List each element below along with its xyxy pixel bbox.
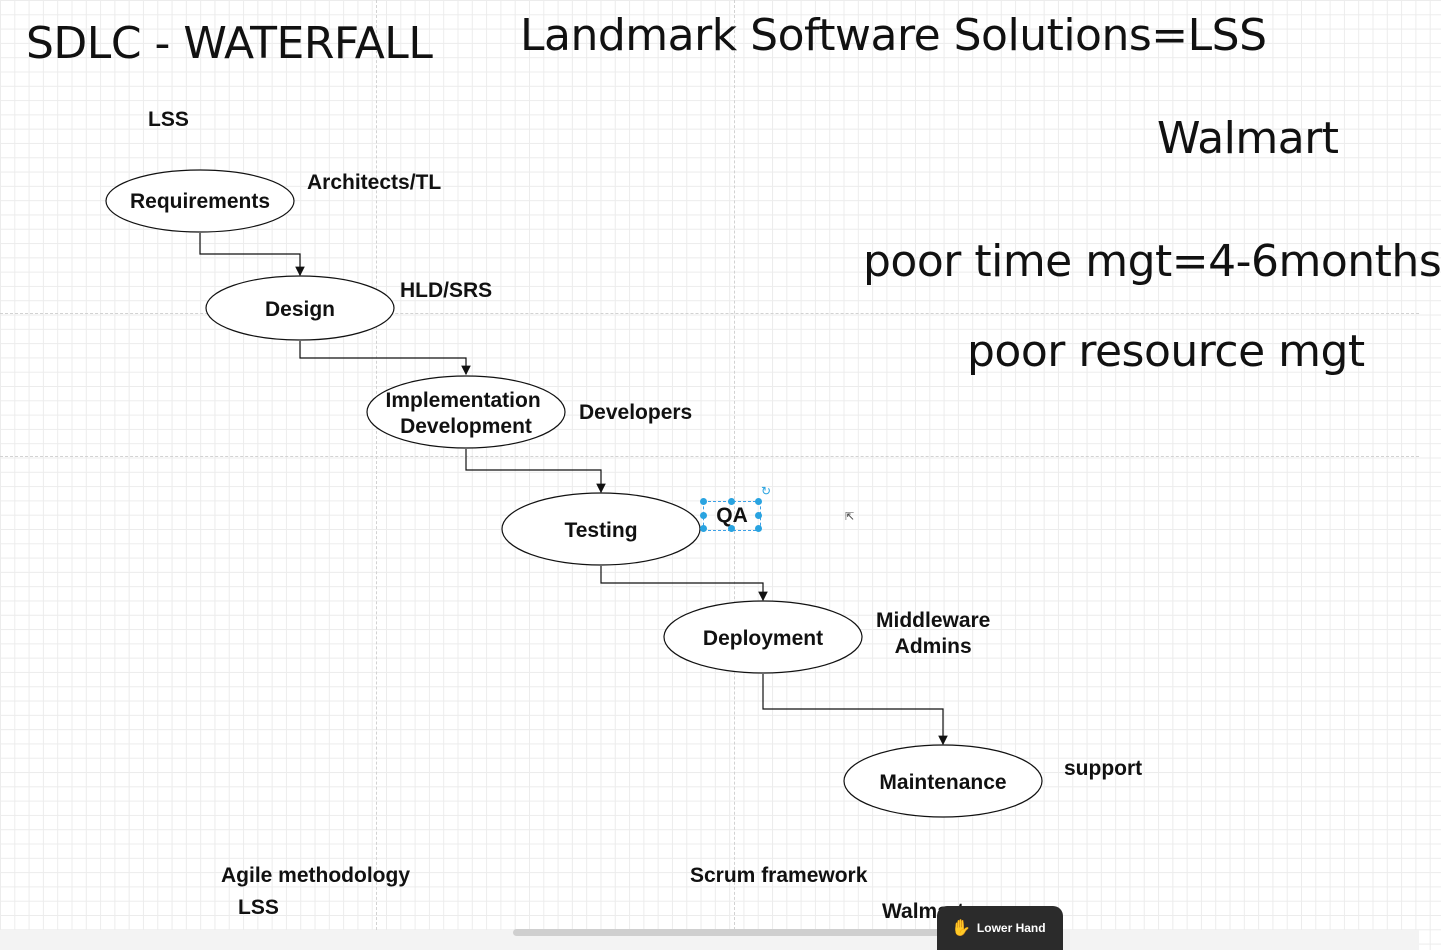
phase-label: Requirements <box>130 190 270 213</box>
phase-maintenance[interactable]: Maintenance <box>843 744 1043 818</box>
role-label-deployment[interactable]: Middleware Admins <box>876 609 991 658</box>
phase-label-multiline: Implementation Development <box>385 389 546 438</box>
phase-requirements[interactable]: Requirements <box>105 169 295 233</box>
raised-hand-icon: ✋ <box>951 920 971 937</box>
role-label-requirements[interactable]: Architects/TL <box>307 171 442 194</box>
horizontal-scrollbar[interactable] <box>0 930 1419 950</box>
connector-arrow[interactable] <box>762 674 948 746</box>
grid-major-line <box>0 313 1419 314</box>
page-title[interactable]: SDLC - WATERFALL <box>26 18 433 69</box>
phase-design[interactable]: Design <box>205 275 395 341</box>
agile-org-label[interactable]: LSS <box>238 896 279 919</box>
selection-handle[interactable] <box>700 498 707 505</box>
grid-major-line <box>734 0 735 930</box>
phase-label: Design <box>265 298 335 321</box>
connector-arrow[interactable] <box>600 566 768 602</box>
phase-label-line: Implementation <box>385 389 540 412</box>
scrum-label[interactable]: Scrum framework <box>690 864 868 887</box>
phase-deployment[interactable]: Deployment <box>663 600 863 674</box>
role-label-design[interactable]: HLD/SRS <box>400 279 493 302</box>
selection-handle[interactable] <box>728 525 735 532</box>
phase-implementation[interactable]: Implementation Development <box>366 375 566 449</box>
phase-label: Maintenance <box>879 771 1006 794</box>
agile-label[interactable]: Agile methodology <box>221 864 410 887</box>
selection-handle[interactable] <box>728 498 735 505</box>
issue-time-text[interactable]: poor time mgt=4-6months <box>863 236 1441 287</box>
phase-label: Deployment <box>703 627 823 650</box>
connector-arrow[interactable] <box>465 449 606 494</box>
grid-major-line <box>376 0 377 930</box>
phase-label: Testing <box>564 519 637 542</box>
selection-handle[interactable] <box>700 512 707 519</box>
role-label-maintenance[interactable]: support <box>1064 757 1143 780</box>
client-heading[interactable]: Walmart <box>1157 113 1339 164</box>
mouse-cursor-icon: ⇱ <box>845 511 855 523</box>
selection-handle[interactable] <box>755 498 762 505</box>
org-label[interactable]: LSS <box>148 108 189 131</box>
phase-label-line: Development <box>400 415 532 438</box>
waterfall-diagram: Requirements Design Implementation Devel… <box>105 169 1043 818</box>
rotate-handle-icon[interactable]: ↻ <box>761 484 772 498</box>
phase-testing[interactable]: Testing <box>501 492 701 566</box>
lower-hand-label: Lower Hand <box>976 921 1046 935</box>
role-label-testing: QA <box>716 504 748 527</box>
company-heading[interactable]: Landmark Software Solutions=LSS <box>520 10 1267 61</box>
connector-arrow[interactable] <box>199 233 305 277</box>
lower-hand-button[interactable]: ✋ Lower Hand <box>937 906 1063 950</box>
issue-resource-text[interactable]: poor resource mgt <box>967 326 1365 377</box>
selection-handle[interactable] <box>755 525 762 532</box>
selection-handle[interactable] <box>755 512 762 519</box>
selection-handle[interactable] <box>700 525 707 532</box>
connector-arrow[interactable] <box>299 341 471 376</box>
role-label-implementation[interactable]: Developers <box>579 401 693 424</box>
grid-major-line <box>0 456 1419 457</box>
scrollbar-thumb[interactable] <box>513 929 973 936</box>
